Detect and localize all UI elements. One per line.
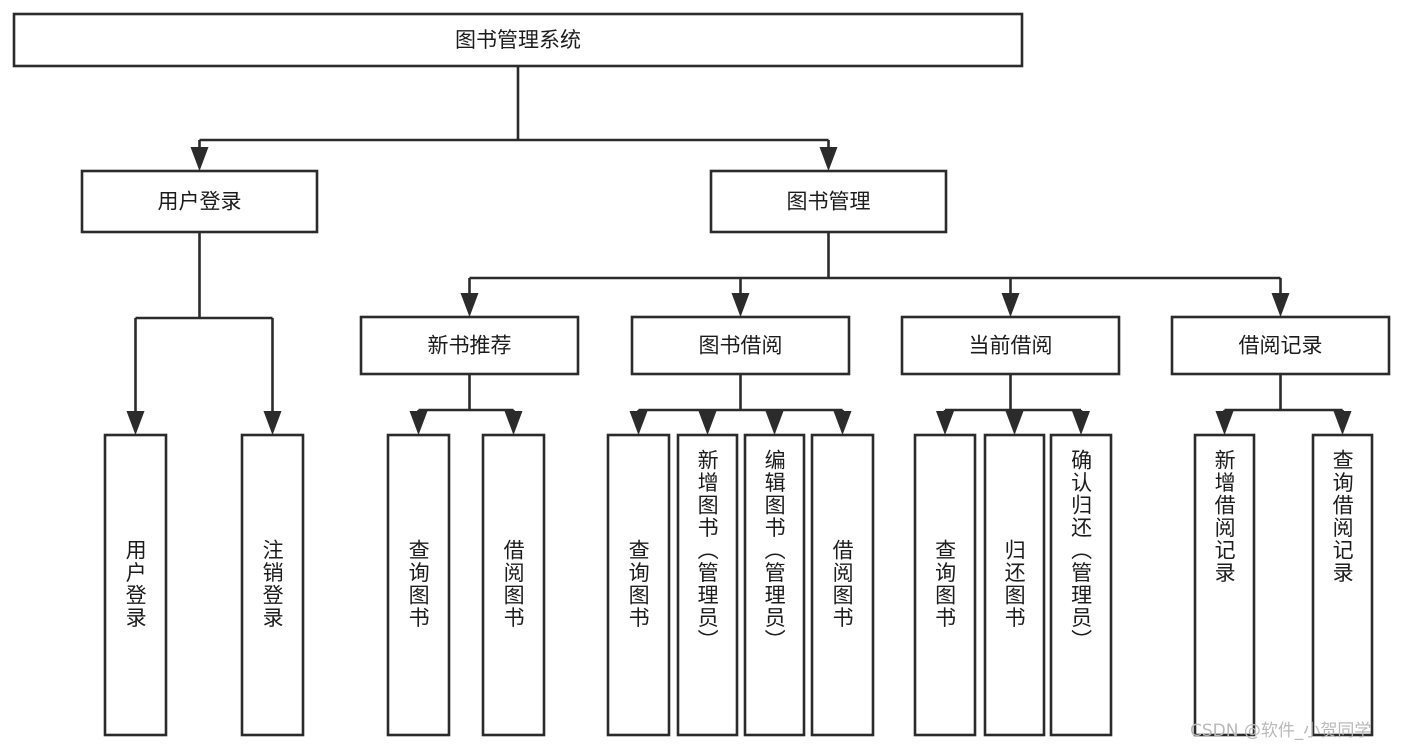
arrow-leaf-10 <box>1072 411 1090 435</box>
node-box-root <box>12 12 1024 68</box>
node-box-level1-0 <box>80 169 319 234</box>
node-box-level2-3 <box>1170 315 1391 376</box>
node-label-level2-2: 当前借阅 <box>969 334 1053 358</box>
node-label-level1-1: 图书管理 <box>787 190 871 214</box>
arrow-level1-0 <box>190 147 209 171</box>
node-box-leaf-12 <box>1311 433 1374 737</box>
arrow-leaf-0 <box>126 411 145 435</box>
arrow-leaf-1 <box>263 411 282 435</box>
node-label-level1-0: 用户登录 <box>158 190 242 214</box>
connector-layer <box>126 66 1352 435</box>
arrow-leaf-12 <box>1333 411 1352 435</box>
arrow-level2-2 <box>1001 293 1020 317</box>
arrow-level2-1 <box>731 293 750 317</box>
arrow-leaf-3 <box>504 411 523 435</box>
arrow-leaf-7 <box>833 411 852 435</box>
arrow-leaf-5 <box>698 411 717 435</box>
node-box-leaf-0 <box>103 433 168 737</box>
node-label-level2-1: 图书借阅 <box>699 334 783 358</box>
node-box-level2-2 <box>900 315 1121 376</box>
node-box-leaf-2 <box>386 433 451 737</box>
arrow-leaf-2 <box>409 411 428 435</box>
node-box-leaf-8 <box>913 433 977 737</box>
arrow-level2-0 <box>460 293 479 317</box>
arrow-level1-1 <box>819 147 838 171</box>
node-box-level1-1 <box>709 169 948 234</box>
arrow-leaf-6 <box>765 411 784 435</box>
arrow-leaf-11 <box>1215 411 1234 435</box>
node-box-level2-1 <box>630 315 851 376</box>
arrow-level2-3 <box>1271 293 1290 317</box>
arrow-leaf-9 <box>1005 411 1024 435</box>
arrow-leaf-4 <box>629 411 648 435</box>
node-box-level2-0 <box>359 315 580 376</box>
arrow-leaf-8 <box>936 411 954 435</box>
box-layer <box>12 12 1391 737</box>
node-box-leaf-4 <box>606 433 671 737</box>
node-box-leaf-1 <box>240 433 305 737</box>
node-label-level2-3: 借阅记录 <box>1239 334 1323 358</box>
node-box-leaf-10 <box>1049 433 1113 737</box>
node-box-leaf-7 <box>810 433 875 737</box>
watermark-text: CSDN @软件_小贺同学 <box>1190 721 1372 741</box>
node-box-leaf-6 <box>743 433 806 737</box>
node-label-level2-0: 新书推荐 <box>428 334 512 358</box>
node-label-root: 图书管理系统 <box>455 28 581 52</box>
node-box-leaf-3 <box>481 433 546 737</box>
node-box-leaf-9 <box>983 433 1046 737</box>
node-box-leaf-11 <box>1193 433 1256 737</box>
node-box-leaf-5 <box>676 433 739 737</box>
